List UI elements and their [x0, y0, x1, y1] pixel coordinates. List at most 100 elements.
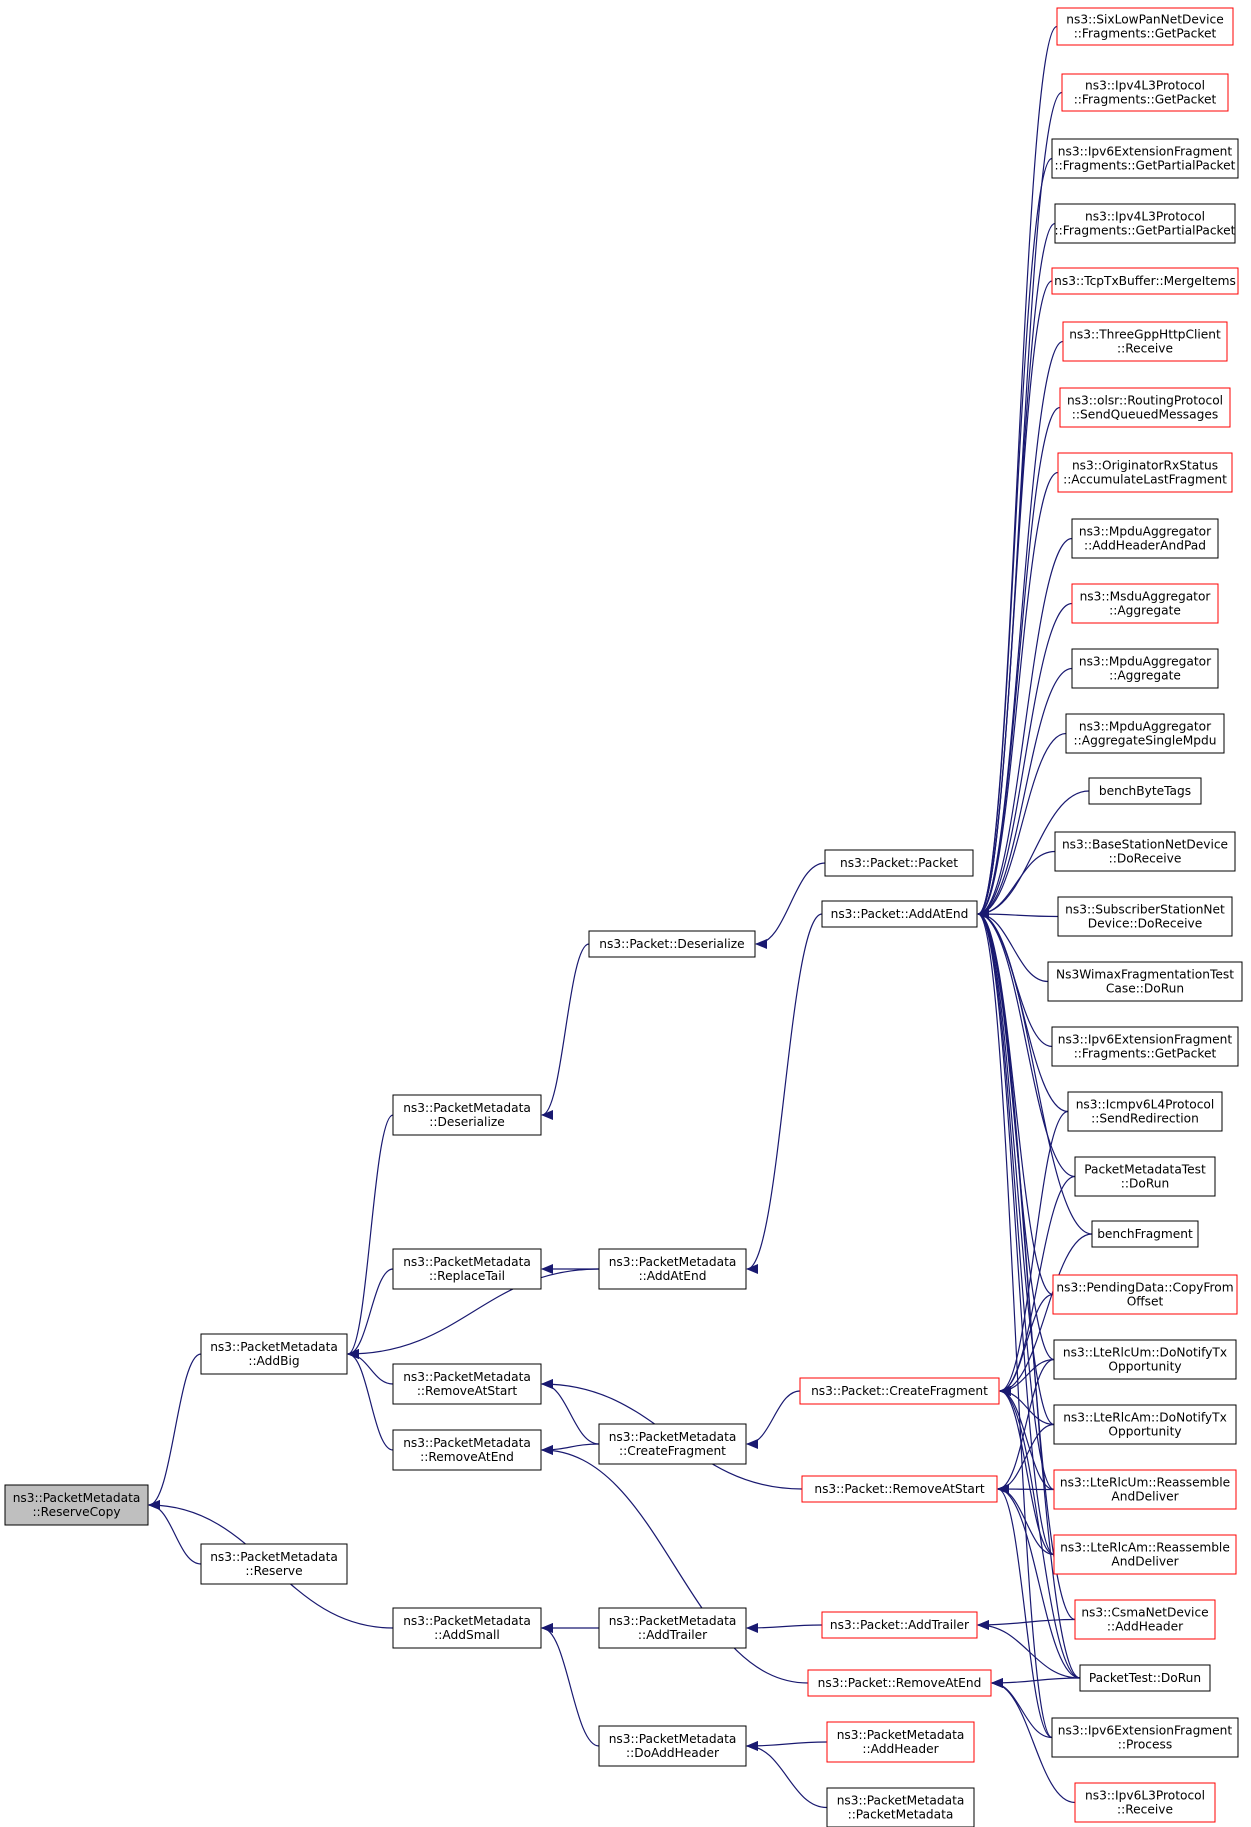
edge-r28-to-p_addatend: [977, 909, 1053, 1739]
node-box: [1053, 1404, 1237, 1445]
node-r28[interactable]: ns3::Ipv6ExtensionFragment::Process: [1051, 1717, 1239, 1758]
node-r3[interactable]: ns3::Ipv6ExtensionFragment::Fragments::G…: [1051, 138, 1239, 179]
node-r2[interactable]: ns3::Ipv4L3Protocol::Fragments::GetPacke…: [1061, 73, 1229, 112]
edge-r20-to-p_addatend: [977, 909, 1093, 1235]
node-label-line: ns3::OriginatorRxStatus: [1072, 459, 1218, 473]
node-label-line: ns3::PacketMetadata: [403, 1614, 531, 1628]
node-box: [1051, 267, 1239, 295]
node-r18[interactable]: ns3::Icmpv6L4Protocol::SendRedirection: [1067, 1091, 1223, 1132]
node-label-line: ns3::MsduAggregator: [1080, 590, 1212, 604]
node-box: [1062, 321, 1228, 362]
node-box: [1065, 713, 1225, 754]
node-reservecopy[interactable]: ns3::PacketMetadata::ReserveCopy: [4, 1484, 149, 1526]
node-r1[interactable]: ns3::SixLowPanNetDevice::Fragments::GetP…: [1056, 7, 1234, 46]
node-p_addtrailer[interactable]: ns3::Packet::AddTrailer: [821, 1611, 978, 1639]
node-removeatend_pm[interactable]: ns3::PacketMetadata::RemoveAtEnd: [392, 1429, 542, 1471]
node-r13[interactable]: benchByteTags: [1088, 777, 1202, 805]
edge-r11-to-p_addatend: [977, 667, 1073, 919]
node-r29[interactable]: ns3::Ipv6L3Protocol::Receive: [1074, 1782, 1216, 1823]
node-pm_addheader[interactable]: ns3::PacketMetadata::AddHeader: [826, 1721, 975, 1763]
node-label-line: ::AddAtEnd: [639, 1269, 707, 1283]
node-label-line: ::Deserialize: [429, 1115, 504, 1129]
node-label-line: ns3::PacketMetadata: [403, 1255, 531, 1269]
node-p_removeatstart[interactable]: ns3::Packet::RemoveAtStart: [801, 1475, 998, 1503]
node-p_packet[interactable]: ns3::Packet::Packet: [824, 849, 974, 877]
node-pm_addtrailer[interactable]: ns3::PacketMetadata::AddTrailer: [598, 1607, 747, 1649]
node-box: [1053, 1534, 1237, 1575]
node-removeatstart_pm[interactable]: ns3::PacketMetadata::RemoveAtStart: [392, 1363, 542, 1405]
node-label-line: ns3::LteRlcAm::Reassemble: [1060, 1541, 1230, 1555]
node-label-line: ns3::PacketMetadata: [609, 1614, 737, 1628]
node-label-line: ::AggregateSingleMpdu: [1074, 734, 1217, 748]
node-r6[interactable]: ns3::ThreeGppHttpClient::Receive: [1062, 321, 1228, 362]
node-r5[interactable]: ns3::TcpTxBuffer::MergeItems: [1051, 267, 1239, 295]
node-r20[interactable]: benchFragment: [1091, 1220, 1199, 1248]
edge-r7-to-p_addatend: [977, 406, 1061, 919]
node-label-line: ::Fragments::GetPacket: [1074, 27, 1217, 41]
node-box: [200, 1333, 348, 1375]
node-label-line: ns3::LteRlcAm::DoNotifyTx: [1063, 1411, 1227, 1425]
node-box: [1074, 1599, 1216, 1640]
node-box: [799, 1377, 1000, 1405]
edge-pm_addatend-to-addbig: [347, 1268, 600, 1359]
node-label-line: AndDeliver: [1111, 1490, 1179, 1504]
edge-r26-to-p_addtrailer: [977, 1618, 1076, 1630]
node-addsmall[interactable]: ns3::PacketMetadata::AddSmall: [392, 1607, 542, 1649]
node-label-line: ::RemoveAtStart: [417, 1384, 518, 1398]
node-p_deserialize[interactable]: ns3::Packet::Deserialize: [588, 930, 756, 958]
node-addbig[interactable]: ns3::PacketMetadata::AddBig: [200, 1333, 348, 1375]
node-r14[interactable]: ns3::BaseStationNetDevice::DoReceive: [1054, 831, 1236, 872]
edge-pm_createfragment-to-removeatend_pm: [541, 1443, 600, 1455]
node-r10[interactable]: ns3::MsduAggregator::Aggregate: [1071, 583, 1219, 624]
edge-p_packet-to-p_deserialize: [755, 862, 826, 949]
node-label-line: ns3::Packet::Deserialize: [599, 937, 744, 951]
node-r8[interactable]: ns3::OriginatorRxStatus::AccumulateLastF…: [1057, 452, 1233, 493]
node-reserve[interactable]: ns3::PacketMetadata::Reserve: [200, 1543, 348, 1585]
node-pm_deserialize[interactable]: ns3::PacketMetadata::Deserialize: [392, 1094, 542, 1136]
node-r4[interactable]: ns3::Ipv4L3Protocol::Fragments::GetParti…: [1054, 203, 1236, 244]
node-r17[interactable]: ns3::Ipv6ExtensionFragment::Fragments::G…: [1051, 1026, 1239, 1067]
node-p_removeatend[interactable]: ns3::Packet::RemoveAtEnd: [807, 1669, 992, 1697]
node-label-line: ns3::PacketMetadata: [403, 1370, 531, 1384]
node-box: [392, 1248, 542, 1290]
node-label-line: ::Fragments::GetPacket: [1074, 93, 1217, 107]
node-label-line: ::RemoveAtEnd: [420, 1450, 514, 1464]
edge-r9-to-p_addatend: [977, 537, 1073, 919]
node-r7[interactable]: ns3::olsr::RoutingProtocol::SendQueuedMe…: [1059, 387, 1231, 428]
node-label-line: ns3::PacketMetadata: [210, 1550, 338, 1564]
node-p_createfragment[interactable]: ns3::Packet::CreateFragment: [799, 1377, 1000, 1405]
node-r19[interactable]: PacketMetadataTest::DoRun: [1074, 1156, 1216, 1197]
node-r15[interactable]: ns3::SubscriberStationNetDevice::DoRecei…: [1057, 896, 1233, 937]
node-box: [392, 1363, 542, 1405]
node-box: [598, 1725, 747, 1767]
edge-pm_createfragment-to-removeatstart_pm: [541, 1379, 600, 1445]
node-pm_addatend[interactable]: ns3::PacketMetadata::AddAtEnd: [598, 1248, 747, 1290]
node-pm_packetmetadata[interactable]: ns3::PacketMetadata::PacketMetadata: [826, 1787, 975, 1827]
node-box: [1051, 138, 1239, 179]
nodes-layer: ns3::PacketMetadata::ReserveCopyns3::Pac…: [4, 7, 1243, 1827]
node-pm_createfragment[interactable]: ns3::PacketMetadata::CreateFragment: [598, 1423, 747, 1465]
node-box: [826, 1787, 975, 1827]
node-label-line: ::Fragments::GetPartialPacket: [1055, 159, 1236, 173]
node-r26[interactable]: ns3::CsmaNetDevice::AddHeader: [1074, 1599, 1216, 1640]
edge-r10-to-p_addatend: [977, 602, 1073, 919]
edge-r23-to-p_addatend: [977, 909, 1055, 1426]
node-r9[interactable]: ns3::MpduAggregator::AddHeaderAndPad: [1071, 518, 1219, 559]
node-r11[interactable]: ns3::MpduAggregator::Aggregate: [1071, 648, 1219, 689]
node-pm_doaddheader[interactable]: ns3::PacketMetadata::DoAddHeader: [598, 1725, 747, 1767]
node-r12[interactable]: ns3::MpduAggregator::AggregateSingleMpdu: [1065, 713, 1225, 754]
node-r27[interactable]: PacketTest::DoRun: [1079, 1664, 1211, 1692]
node-label-line: ::Process: [1118, 1738, 1172, 1752]
node-label-line: benchByteTags: [1099, 784, 1191, 798]
edge-r21-to-p_addatend: [977, 909, 1054, 1296]
node-label-line: AndDeliver: [1111, 1555, 1179, 1569]
node-label-line: ::AddHeaderAndPad: [1084, 539, 1206, 553]
node-replacetail[interactable]: ns3::PacketMetadata::ReplaceTail: [392, 1248, 542, 1290]
node-p_addatend[interactable]: ns3::Packet::AddAtEnd: [821, 900, 978, 928]
